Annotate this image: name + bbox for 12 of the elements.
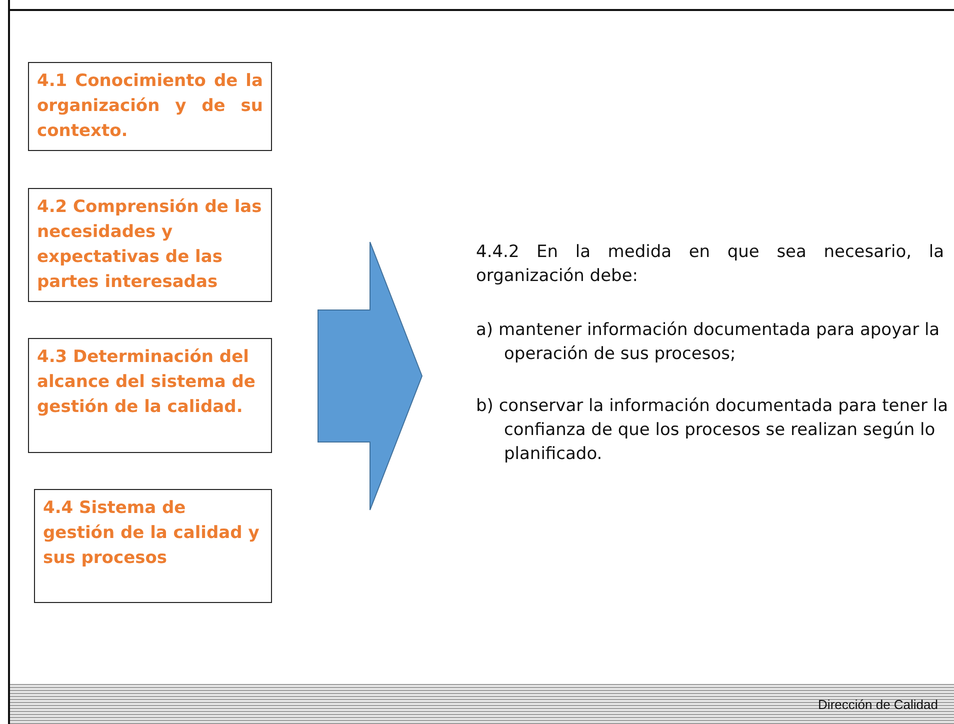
list-item: a) mantener información documentada para apoyar la operación de sus procesos; (476, 319, 941, 366)
section-box (34, 489, 272, 603)
section-box (28, 62, 272, 151)
section-title: 4.1 Conocimiento de la organización y de su contexto. (37, 70, 263, 143)
requirement-text: 4.4.2 En la medida en que sea necesario, la organización debe: (476, 241, 944, 288)
section-title: 4.3 Determinación del alcance del sistema de gestión de la calidad. (37, 346, 256, 419)
list-item: b) conservar la información documentada para tener la confianza de que los procesos se realizan según lo planificado. (476, 395, 949, 466)
footer-text: Dirección de Calidad (818, 697, 938, 713)
section-box (28, 188, 272, 302)
section-title: 4.4 Sistema de gestión de la calidad y sus procesos (43, 497, 260, 570)
section-box (28, 338, 272, 453)
section-title: 4.2 Comprensión de las necesidades y expectativas de las partes interesadas (37, 196, 263, 294)
